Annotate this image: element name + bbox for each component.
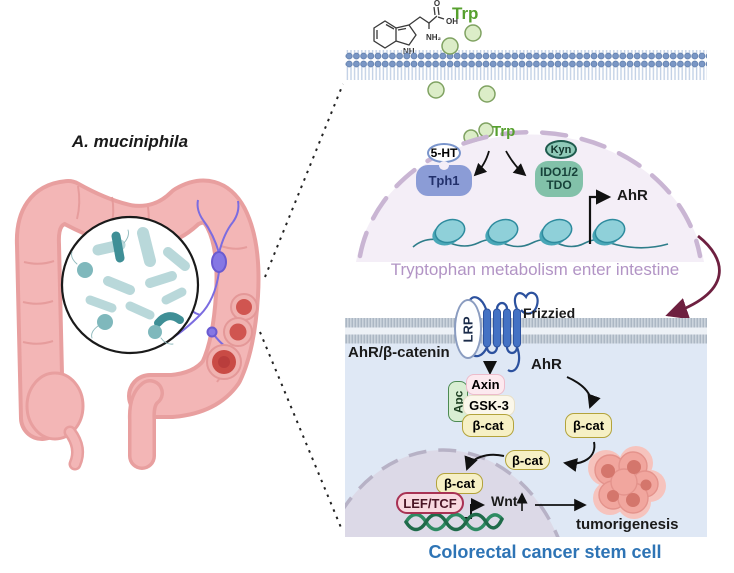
tumor-cell-cluster — [588, 446, 666, 519]
trp-title-label: Trp — [452, 4, 479, 23]
plasma-membrane — [345, 50, 707, 80]
ido-tdo-enzyme: IDO1/2 TDO — [535, 161, 583, 197]
lrp-receptor: LRP — [454, 299, 482, 359]
magnifier-circle — [60, 215, 200, 355]
neuron-soma — [211, 251, 227, 273]
cancer-cell-caption: Colorectal cancer stem cell — [428, 542, 662, 562]
bcat-translocating-box: β-cat — [505, 450, 550, 470]
axin-protein: Axin — [466, 374, 505, 395]
bcat-label: β-cat — [572, 418, 605, 433]
tdo-label: TDO — [546, 178, 572, 192]
tumorigenesis-label: tumorigenesis — [576, 516, 679, 533]
ahr-panel-label: AhR — [531, 356, 562, 373]
cecum — [25, 371, 85, 441]
bcat-complex-box: β-cat — [462, 414, 514, 437]
frizzled-crd-domain — [513, 291, 539, 315]
tph1-enzyme: Tph1 — [416, 161, 472, 196]
bcat-nuclear-box: β-cat — [436, 473, 483, 494]
ahr-to-bcat-arrow — [566, 376, 601, 409]
bcat-label: β-cat — [511, 452, 544, 468]
kyn-label: Kyn — [550, 143, 572, 156]
ahr-bcatenin-label: AhR/β-catenin — [348, 344, 450, 361]
atom-o-label: O — [434, 0, 440, 8]
atom-oh-label: OH — [446, 17, 458, 26]
dna-helix — [404, 512, 504, 532]
lrp-label: LRP — [460, 316, 476, 342]
lef-tcf-factor: LEF/TCF — [396, 492, 464, 514]
serotonin-label: 5-HT — [430, 146, 458, 160]
cell-membrane-outer — [345, 318, 707, 328]
atom-nh2-label: NH₂ — [426, 33, 442, 42]
intestine-cell-shape — [356, 130, 704, 262]
chromatin-nucleosomes — [412, 218, 669, 249]
gsk3-protein: GSK-3 — [463, 395, 515, 416]
trp-to-ido-arrow — [505, 150, 527, 177]
bcat-label: β-cat — [472, 418, 504, 433]
frizzled-label: Frizzied — [523, 305, 576, 321]
axin-label: Axin — [471, 377, 500, 392]
trp-to-tph1-arrow — [473, 150, 490, 177]
gsk3-label: GSK-3 — [469, 398, 509, 413]
bacteria-group — [71, 227, 190, 345]
bcat-label: β-cat — [443, 476, 476, 491]
kyn-badge: Kyn — [545, 140, 577, 159]
wnt-transcription-arrow — [461, 498, 485, 519]
ahr-transcription-label: AhR — [617, 187, 648, 204]
signal-transfer-arrow — [665, 234, 721, 320]
tph1-label: Tph1 — [428, 173, 460, 188]
lef-tcf-label: LEF/TCF — [403, 495, 457, 511]
serotonin-badge: 5-HT — [427, 143, 461, 163]
tumor-polyps — [206, 293, 258, 380]
transcription-arrow — [588, 189, 612, 244]
bcat-translocation-arrow — [563, 441, 596, 472]
organism-label: A. muciniphila — [71, 132, 189, 151]
frizzled-receptor — [469, 291, 539, 373]
wnt-label: Wnt — [491, 493, 518, 509]
trp-cell-label: Trp — [492, 123, 516, 140]
bcat-free-box: β-cat — [565, 413, 612, 438]
cell-membrane-inner — [345, 334, 707, 344]
bcat-nuclear-import-arrow — [464, 453, 505, 471]
zoom-connector-lines — [259, 83, 344, 531]
ido-label: IDO1/2 — [539, 164, 578, 179]
intestine-cell-caption: Tryptophan metabolism enter intestine — [390, 260, 680, 279]
